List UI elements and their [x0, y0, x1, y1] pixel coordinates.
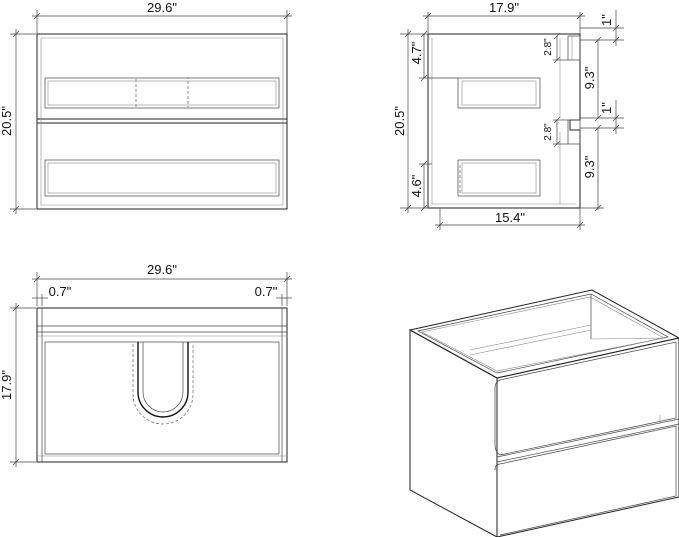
front-width-label: 29.6" [147, 0, 177, 15]
front-view: 29.6" 20.5" [0, 0, 292, 214]
side-height-label: 20.5" [392, 106, 407, 136]
side-lower-slot-label: 2.8" [543, 123, 554, 141]
side-upper-slot-label: 2.8" [543, 38, 554, 56]
side-upper-offset-label: 4.7" [409, 41, 424, 64]
side-depth-label: 17.9" [489, 0, 519, 15]
side-upper-drawer-label: 9.3" [582, 66, 597, 89]
side-view: 17.9" 20.5" 4.7" [392, 0, 624, 230]
top-left-margin-label: 0.7" [49, 284, 72, 299]
side-top-gap-label: 1" [599, 14, 614, 26]
side-mid-gap-label: 1" [599, 102, 614, 114]
side-bottom-depth-label: 15.4" [495, 210, 525, 225]
top-view: 29.6" 0.7" 0.7" 17.9" [0, 262, 292, 467]
front-height-label: 20.5" [0, 106, 14, 136]
side-lower-offset-label: 4.6" [409, 174, 424, 197]
side-lower-drawer-label: 9.3" [582, 155, 597, 178]
top-depth-label: 17.9" [0, 370, 14, 400]
top-right-margin-label: 0.7" [255, 284, 278, 299]
top-width-label: 29.6" [147, 262, 177, 277]
isometric-view [408, 289, 679, 537]
